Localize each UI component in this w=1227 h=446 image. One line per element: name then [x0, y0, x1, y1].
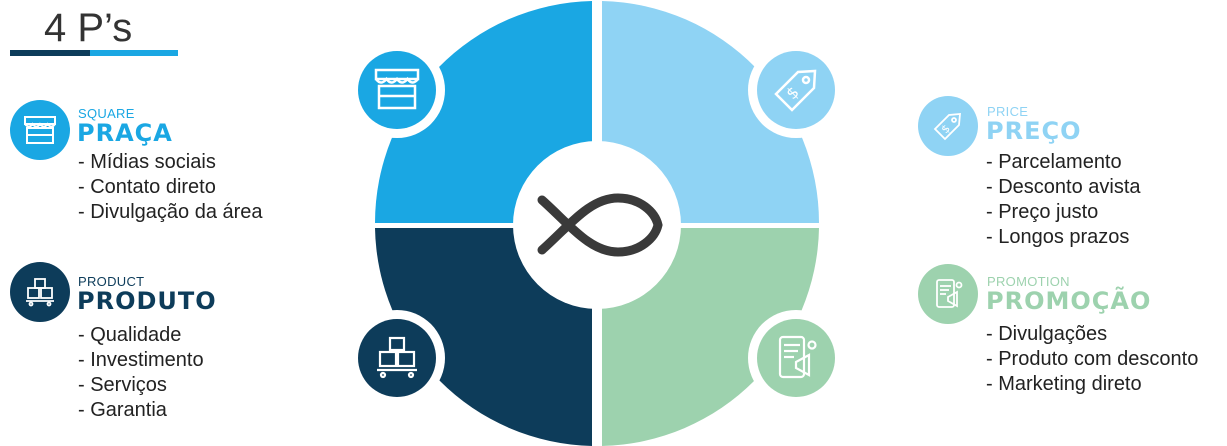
promotion-badge	[918, 264, 978, 324]
list-item: - Desconto avista	[986, 176, 1141, 198]
list-item: - Longos prazos	[986, 226, 1130, 248]
square-list: - Mídias sociais - Contato direto - Divu…	[78, 150, 263, 225]
list-item: - Preço justo	[986, 201, 1099, 223]
square-heading: PRAÇA	[77, 119, 173, 147]
price-badge: $	[918, 96, 978, 156]
product-heading: PRODUTO	[77, 287, 217, 315]
price-heading: PREÇO	[986, 117, 1082, 145]
list-item: - Contato direto	[78, 176, 216, 198]
product-list: - Qualidade - Investimento - Serviços - …	[78, 323, 204, 423]
price-subtitle: PRICE	[987, 104, 1029, 119]
price-tag-icon: $	[933, 113, 961, 141]
list-item: - Investimento	[78, 349, 204, 371]
list-item: - Divulgações	[986, 323, 1108, 345]
list-item: - Serviços	[78, 374, 167, 396]
center-circle	[513, 141, 681, 309]
price-list: - Parcelamento - Desconto avista - Preço…	[986, 150, 1141, 250]
megaphone-icon	[936, 279, 963, 308]
promotion-subtitle: PROMOTION	[987, 274, 1070, 289]
promotion-list: - Divulgações - Produto com desconto - M…	[986, 322, 1198, 397]
promotion-wheel-badge	[748, 310, 844, 406]
boxes-icon	[26, 278, 54, 307]
list-item: - Qualidade	[78, 324, 182, 346]
product-subtitle: PRODUCT	[78, 274, 145, 289]
list-item: - Parcelamento	[986, 151, 1122, 173]
list-item: - Garantia	[78, 399, 167, 421]
square-subtitle: SQUARE	[78, 106, 135, 121]
page-title: 4 P’s	[44, 6, 133, 50]
four-ps-wheel: $	[349, 1, 844, 446]
square-badge	[10, 100, 70, 160]
product-badge	[10, 262, 70, 322]
promotion-heading: PROMOÇÃO	[986, 287, 1152, 315]
price-wheel-badge: $	[748, 42, 844, 138]
list-item: - Marketing direto	[986, 373, 1142, 395]
list-item: - Produto com desconto	[986, 348, 1199, 370]
list-item: - Divulgação da área	[78, 201, 263, 223]
storefront-icon	[374, 68, 420, 110]
product-wheel-badge	[349, 310, 445, 406]
storefront-icon	[24, 116, 56, 144]
square-wheel-badge	[349, 42, 445, 138]
title-underline	[10, 50, 178, 56]
list-item: - Mídias sociais	[78, 151, 216, 173]
megaphone-icon	[778, 335, 817, 379]
fish-icon	[537, 193, 663, 257]
boxes-icon	[377, 336, 417, 379]
